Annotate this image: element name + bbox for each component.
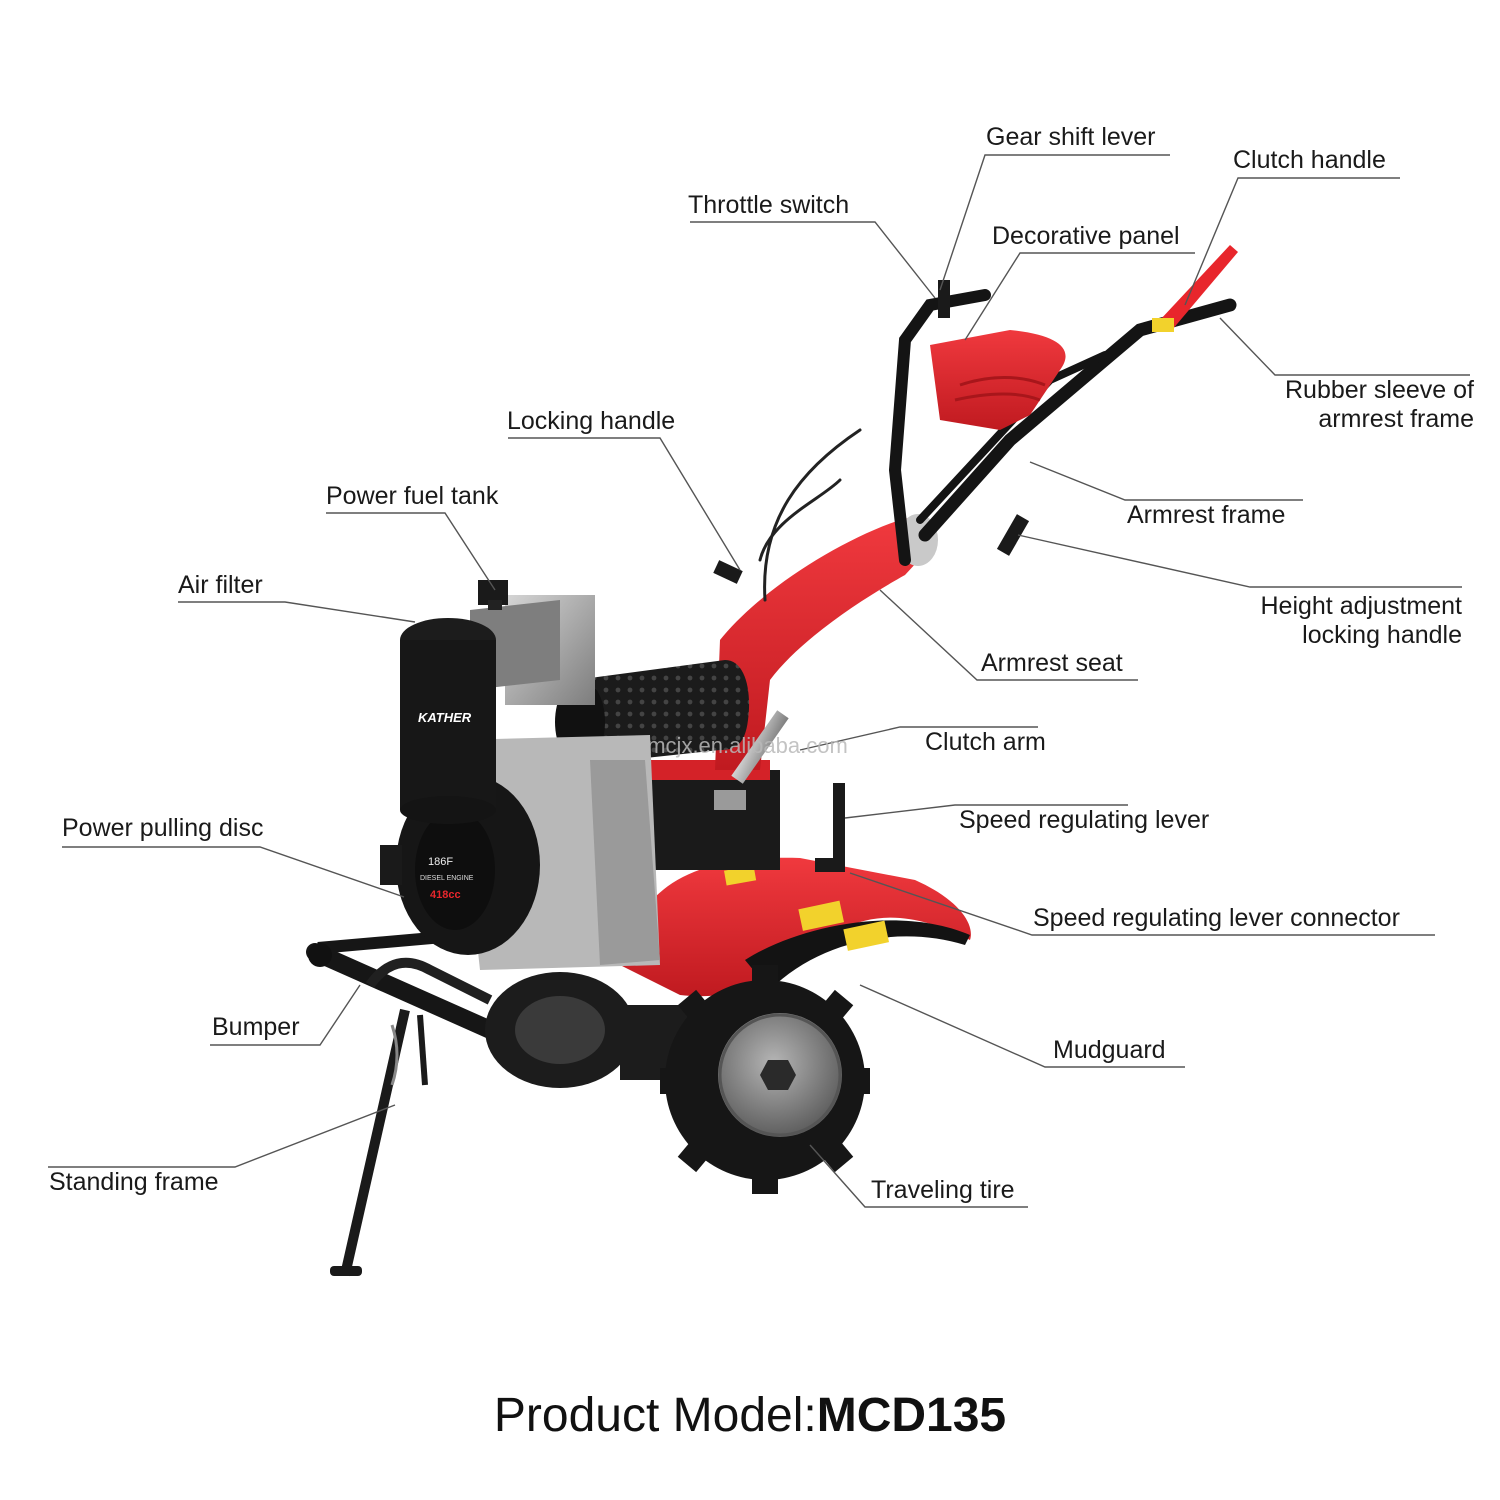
standing-frame	[330, 1008, 428, 1277]
label-power-pulling-disc: Power pulling disc	[62, 814, 264, 842]
engine-displacement: 418cc	[430, 889, 461, 901]
label-decorative-panel: Decorative panel	[992, 222, 1180, 250]
speed-regulating-lever	[815, 783, 845, 872]
product-model-prefix: Product Model:	[493, 1389, 817, 1442]
label-speed-regulating-lever: Speed regulating lever	[959, 806, 1210, 834]
clutch-arm	[714, 710, 789, 810]
label-rubber-sleeve-line2: armrest frame	[1318, 405, 1474, 433]
label-power-fuel-tank: Power fuel tank	[326, 482, 499, 510]
watermark: cqmcjx.en.alibaba.com	[624, 733, 848, 758]
label-rubber-sleeve-line1: Rubber sleeve of	[1284, 376, 1474, 404]
label-mudguard: Mudguard	[1053, 1036, 1166, 1064]
gearbox	[640, 760, 780, 870]
label-standing-frame: Standing frame	[49, 1168, 219, 1196]
power-fuel-tank	[478, 580, 508, 610]
label-locking-handle: Locking handle	[507, 407, 676, 435]
engine-type: DIESEL ENGINE	[420, 875, 474, 882]
engine-brand: KATHER	[418, 710, 472, 725]
leader-lines	[48, 154, 1470, 1208]
decorative-panel	[930, 330, 1066, 430]
label-clutch-handle: Clutch handle	[1233, 146, 1386, 174]
control-knobs	[713, 280, 1030, 584]
traveling-tire	[660, 965, 870, 1194]
label-height-adjustment-line2: locking handle	[1302, 621, 1462, 649]
label-height-adjustment: Height adjustment locking handle	[1200, 592, 1462, 650]
label-bumper: Bumper	[212, 1013, 300, 1041]
engine-plate: 186F DIESEL ENGINE 418cc	[420, 856, 474, 901]
product-model-value: MCD135	[816, 1389, 1007, 1442]
label-throttle-switch: Throttle switch	[688, 191, 850, 219]
label-gear-shift-lever: Gear shift lever	[986, 123, 1156, 151]
engine-model: 186F	[428, 856, 453, 868]
engine	[380, 595, 660, 970]
label-air-filter: Air filter	[178, 571, 263, 599]
label-clutch-arm: Clutch arm	[925, 728, 1046, 756]
air-filter: KATHER	[400, 618, 496, 824]
product-model-caption: Product Model:MCD135	[0, 1386, 1500, 1446]
label-armrest-frame: Armrest frame	[1127, 501, 1286, 529]
label-speed-regulating-lever-connector: Speed regulating lever connector	[1033, 904, 1400, 932]
label-rubber-sleeve: Rubber sleeve of armrest frame	[1250, 376, 1474, 434]
label-height-adjustment-line1: Height adjustment	[1260, 592, 1462, 620]
label-armrest-seat: Armrest seat	[981, 649, 1123, 677]
label-traveling-tire: Traveling tire	[871, 1176, 1015, 1204]
clutch-handle	[1152, 245, 1238, 332]
mudguard	[620, 857, 971, 997]
